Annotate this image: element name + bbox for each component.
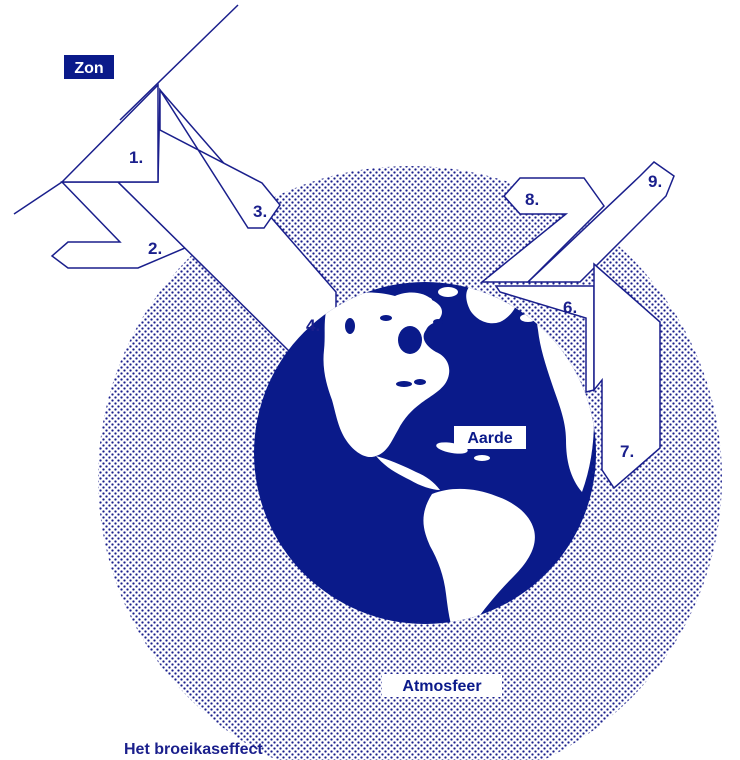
step-6: 6. [563, 298, 577, 317]
arrow-1 [60, 83, 159, 183]
sun-ray-lines [13, 4, 239, 215]
step-8: 8. [525, 190, 539, 209]
europe-africa-shape [536, 300, 594, 492]
earth-label-text: Aarde [467, 430, 512, 447]
earth-globe [254, 282, 596, 624]
step-1: 1. [129, 148, 143, 167]
earth-label: Aarde [454, 426, 526, 449]
sun-label: Zon [64, 55, 114, 79]
central-america-shape [376, 456, 440, 490]
sun-label-text: Zon [74, 60, 103, 77]
arrow-9 [526, 161, 675, 283]
arrow-7 [593, 262, 661, 490]
diagram-caption: Het broeikaseffect [124, 741, 263, 758]
arrow-3 [159, 87, 281, 229]
step-5: 5. [364, 387, 378, 406]
atmosphere-label: Atmosfeer [382, 674, 502, 697]
atmosphere-label-text: Atmosfeer [402, 678, 481, 695]
step-4: 4. [306, 316, 320, 335]
south-america-shape [423, 488, 535, 624]
step-2: 2. [148, 239, 162, 258]
incoming-radiation-arrows [50, 83, 337, 353]
outgoing-radiation-arrows [479, 161, 675, 490]
arrow-8 [479, 177, 605, 283]
step-9: 9. [648, 172, 662, 191]
step-numbers: 1. 2. 3. 4. 5. 6. 7. 8. 9. [129, 148, 662, 461]
step-3: 3. [253, 202, 267, 221]
step-7: 7. [620, 442, 634, 461]
